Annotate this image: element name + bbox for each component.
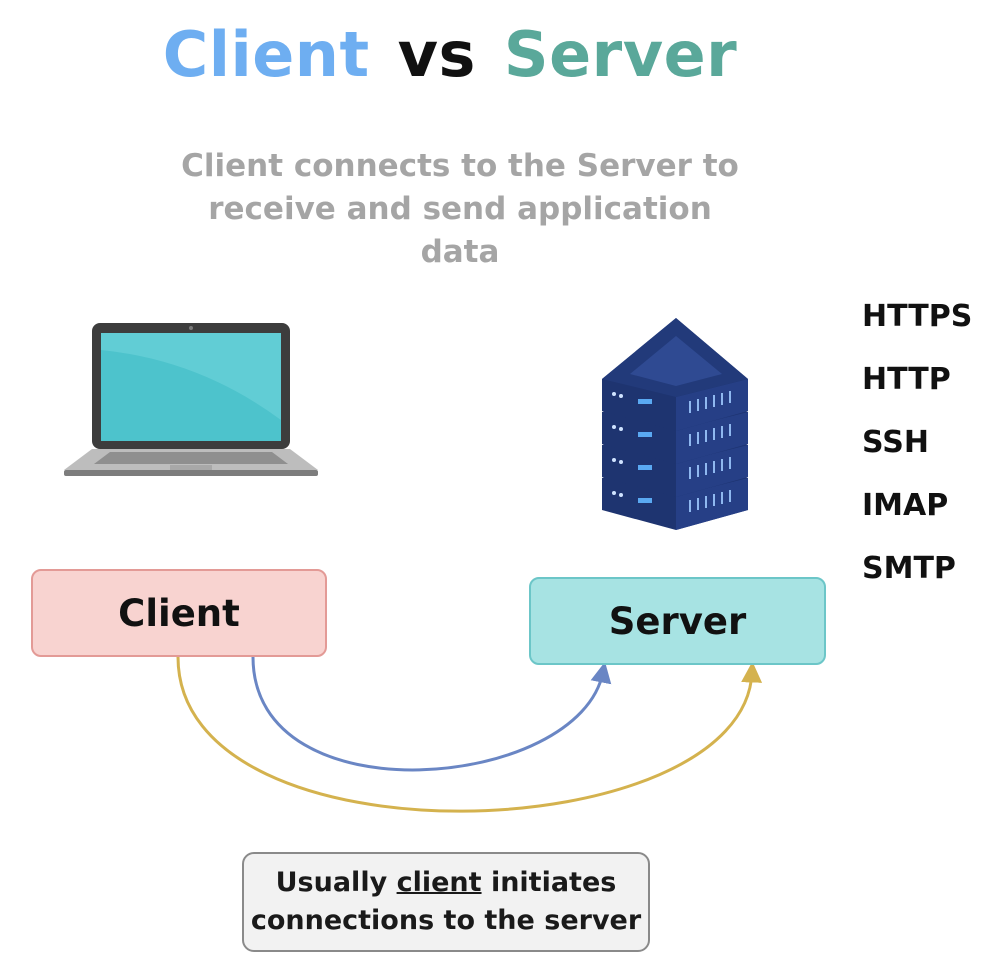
note-line-1: Usually client initiates bbox=[244, 864, 648, 902]
protocol-list: HTTPS HTTP SSH IMAP SMTP bbox=[862, 295, 972, 610]
title-vs-word: vs bbox=[397, 18, 476, 91]
note-line-2: connections to the server bbox=[250, 905, 642, 936]
note-underlined-word: client bbox=[396, 867, 482, 898]
server-box: Server bbox=[529, 577, 826, 665]
protocol-item: HTTP bbox=[862, 362, 951, 397]
client-box: Client bbox=[31, 569, 327, 657]
diagram-title: Client vs Server bbox=[0, 18, 900, 91]
title-client-word: Client bbox=[162, 18, 370, 91]
protocol-item: SMTP bbox=[862, 551, 956, 586]
server-box-label: Server bbox=[608, 599, 747, 643]
client-box-label: Client bbox=[118, 591, 240, 635]
server-rack-icon bbox=[602, 318, 748, 530]
laptop-icon bbox=[64, 323, 318, 476]
note-text: Usually bbox=[275, 867, 397, 898]
protocol-item: IMAP bbox=[862, 488, 949, 523]
note-text: initiates bbox=[481, 867, 617, 898]
note-callout: Usually client initiates connections to … bbox=[242, 852, 650, 952]
protocol-item: SSH bbox=[862, 425, 929, 460]
protocol-item: HTTPS bbox=[862, 299, 973, 334]
gold-connection-arrow bbox=[176, 656, 763, 813]
diagram-subtitle: Client connects to the Server to receive… bbox=[181, 148, 739, 270]
title-server-word: Server bbox=[503, 18, 738, 91]
blue-connection-arrow bbox=[251, 656, 612, 772]
